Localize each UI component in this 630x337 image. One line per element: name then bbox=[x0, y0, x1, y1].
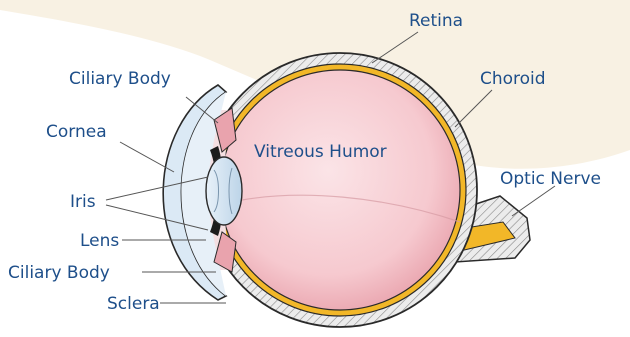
optic-nerve-leader bbox=[512, 186, 555, 216]
label-ciliary-body-top: Ciliary Body bbox=[69, 69, 171, 89]
label-sclera: Sclera bbox=[107, 294, 160, 314]
label-vitreous-humor: Vitreous Humor bbox=[254, 142, 387, 162]
vitreous-humor-shape bbox=[220, 70, 460, 310]
cornea-leader bbox=[120, 142, 174, 172]
label-lens: Lens bbox=[80, 231, 119, 251]
label-optic-nerve: Optic Nerve bbox=[500, 169, 601, 189]
label-choroid: Choroid bbox=[480, 69, 546, 89]
label-cornea: Cornea bbox=[46, 122, 107, 142]
label-retina: Retina bbox=[409, 11, 463, 31]
label-ciliary-body-bottom: Ciliary Body bbox=[8, 263, 110, 283]
lens-shape bbox=[206, 157, 242, 225]
label-iris: Iris bbox=[70, 192, 96, 212]
